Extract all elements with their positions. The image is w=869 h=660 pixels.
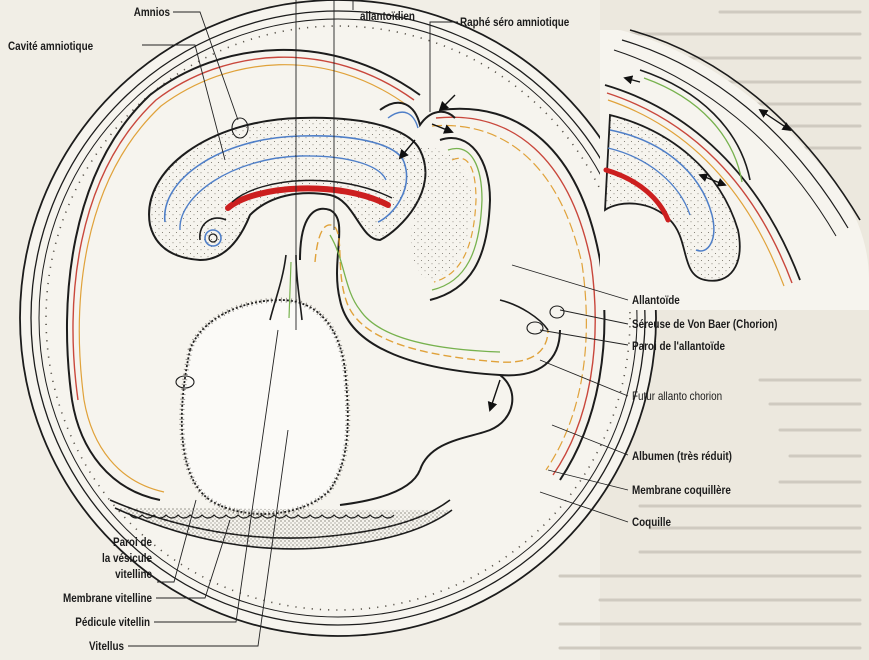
label-cavite-amniotique: Cavité amniotique <box>8 40 93 53</box>
label-sereuse-von-baer: Séreuse de Von Baer (Chorion) <box>632 318 778 331</box>
label-paroi-vesicule-line3: vitelline <box>115 568 152 581</box>
label-vitellus: Vitellus <box>89 640 124 653</box>
label-coquille: Coquille <box>632 516 671 529</box>
label-allantoide: Allantoïde <box>632 294 680 307</box>
label-paroi-vesicule-line2: la vésicule <box>102 552 152 565</box>
label-allantoidien: allantoïdien <box>360 10 415 23</box>
label-membrane-vitelline: Membrane vitelline <box>63 592 152 605</box>
label-futur-allanto-chorion: Futur allanto chorion <box>632 390 722 403</box>
label-albumen: Albumen (très réduit) <box>632 450 732 463</box>
label-paroi-vesicule-line1: Paroi de <box>113 536 152 549</box>
label-paroi-allantoide: Paroi de l'allantoïde <box>632 340 725 353</box>
label-amnios: Amnios <box>134 6 170 19</box>
label-membrane-coquillere: Membrane coquillère <box>632 484 731 497</box>
label-raphe-sero-amniotique: Raphé séro amniotique <box>460 16 569 29</box>
label-pedicule-vitellin: Pédicule vitellin <box>75 616 150 629</box>
